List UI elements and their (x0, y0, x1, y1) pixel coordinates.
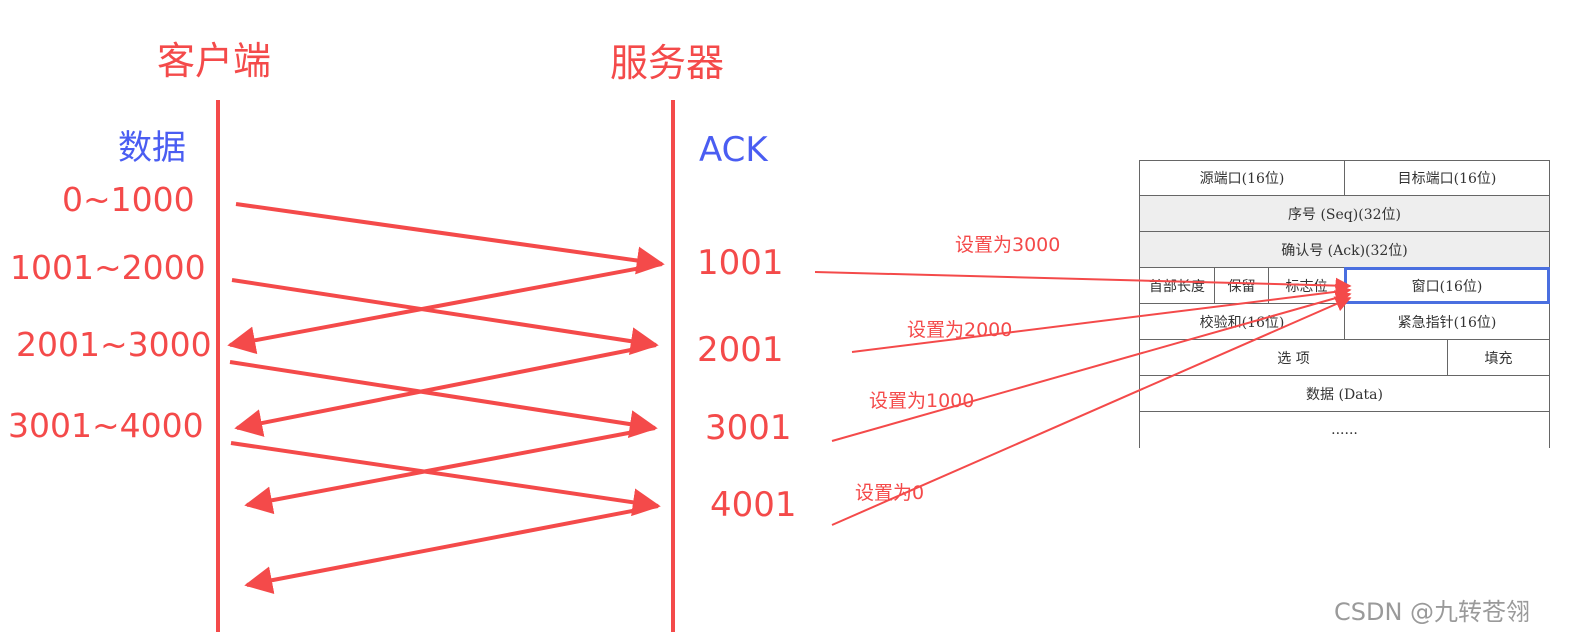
options-cell: 选 项 (1140, 340, 1448, 375)
window-arrow (831, 290, 1352, 442)
ack-label: 3001 (705, 408, 792, 448)
src-port-cell: 源端口(16位) (1140, 161, 1345, 195)
tcp-header-table: 源端口(16位) 目标端口(16位) 序号 (Seq)(32位) 确认号 (Ac… (1139, 160, 1550, 448)
data-cell: 数据 (Data) (1306, 386, 1383, 403)
ack-label: 2001 (697, 330, 784, 370)
ack-arrow (244, 426, 656, 515)
window-setting-label: 设置为3000 (955, 234, 1061, 256)
padding-cell: 填充 (1484, 350, 1513, 367)
ack-number-cell: 确认号 (Ack)(32位) (1281, 242, 1408, 259)
watermark: CSDN @九转苍翎 (1334, 598, 1531, 626)
window-arrow (851, 283, 1352, 353)
data-column-heading: 数据 (118, 128, 186, 168)
ack-label: 1001 (697, 243, 784, 283)
urgent-pointer-cell: 紧急指针(16位) (1397, 314, 1497, 331)
ack-label: 4001 (710, 485, 797, 525)
seq-cell: 序号 (Seq)(32位) (1288, 206, 1401, 223)
window-arrow (831, 296, 1352, 526)
segment-label: 0~1000 (62, 180, 195, 219)
ack-arrow (244, 504, 659, 594)
data-arrow (235, 202, 665, 275)
ack-arrow (234, 343, 657, 437)
server-title: 服务器 (610, 41, 725, 85)
ack-arrow (227, 262, 663, 355)
window-setting-label: 设置为0 (855, 482, 925, 504)
data-arrow (230, 441, 661, 517)
data-arrow (229, 360, 658, 438)
window-setting-label: 设置为1000 (869, 390, 975, 412)
segment-label: 3001~4000 (8, 406, 204, 445)
client-title: 客户端 (157, 39, 272, 83)
dst-port-cell: 目标端口(16位) (1397, 171, 1497, 187)
data-arrow (231, 278, 659, 356)
segment-label: 1001~2000 (10, 248, 206, 287)
window-arrow (814, 271, 1352, 294)
window-cell: 窗口(16位) (1344, 267, 1550, 304)
segment-label: 2001~3000 (16, 325, 212, 364)
more-cell: ...... (1331, 422, 1358, 438)
ack-column-heading: ACK (699, 130, 768, 170)
